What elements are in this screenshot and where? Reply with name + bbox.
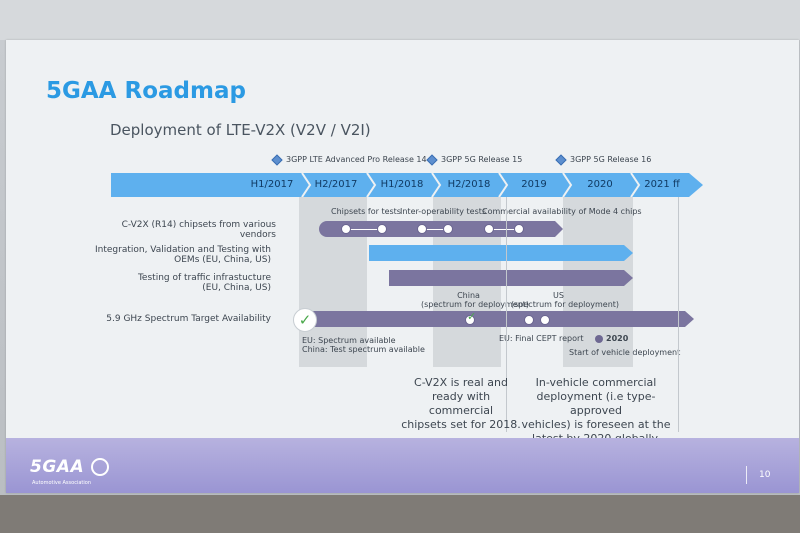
- row-label-infrastructure: Testing of traffic infrastucture (EU, Ch…: [86, 273, 271, 293]
- projection-wall-bottom: [0, 495, 800, 533]
- diamond-icon: [555, 153, 567, 166]
- note-start-vehicle: Start of vehicle deployment: [569, 348, 681, 357]
- note-2020: 2020: [606, 334, 629, 343]
- bar-integration-arrowhead: [624, 245, 633, 261]
- connector-interop: [421, 229, 449, 230]
- period-2020: 2020: [587, 179, 613, 190]
- period-2019: 2019: [521, 179, 547, 190]
- milestone-release-14: 3GPP LTE Advanced Pro Release 14: [271, 153, 427, 166]
- row-label-line: Integration, Validation and Testing with: [94, 245, 271, 255]
- diamond-icon: [426, 153, 438, 166]
- milestone-label: 3GPP 5G Release 16: [570, 155, 652, 164]
- diamond-icon: [271, 153, 283, 166]
- separator-line: [506, 197, 507, 432]
- note-us: US (spectrum for deployment): [511, 291, 620, 309]
- dot-eu-cept: [524, 315, 534, 325]
- row-label-line: (EU, China, US): [202, 283, 271, 293]
- chevron-2020: [630, 173, 641, 197]
- dot-china: [465, 315, 475, 325]
- body-text-right: In-vehicle commercial deployment (i.e ty…: [516, 376, 676, 446]
- body-line: In-vehicle commercial: [535, 376, 657, 389]
- body-line: deployment (i.e type-approved: [536, 390, 656, 417]
- milestone-release-16: 3GPP 5G Release 16: [555, 153, 652, 166]
- dot-mode4-start: [484, 224, 494, 234]
- logo-ring-icon: [91, 458, 109, 476]
- footer-band: [6, 438, 799, 493]
- note-china-title: China: [457, 291, 480, 300]
- chevron-h2-2018: [498, 173, 509, 197]
- row-label-line: OEMs (EU, China, US): [174, 255, 271, 265]
- body-line: chipsets set for 2018.: [401, 418, 521, 431]
- bar-chipsets-arrowhead: [555, 221, 563, 237]
- footer-divider: [746, 466, 747, 484]
- bar-spectrum-arrowhead: [685, 311, 694, 327]
- row-label-integration: Integration, Validation and Testing with…: [86, 245, 271, 265]
- note-china-test: China: Test spectrum available: [302, 345, 425, 354]
- dot-chipsets-start: [341, 224, 351, 234]
- checkmark-icon: ✓: [293, 308, 317, 332]
- note-us-sub: (spectrum for deployment): [511, 300, 620, 309]
- dot-interop-end: [443, 224, 453, 234]
- logo-subtitle: Automotive Association: [32, 480, 91, 486]
- bar-infrastructure-arrowhead: [624, 270, 633, 286]
- chevron-h1-2017: [301, 173, 312, 197]
- chevron-h2-2017: [366, 173, 377, 197]
- dot-chipsets-end: [377, 224, 387, 234]
- period-h1-2017: H1/2017: [250, 179, 294, 190]
- note-china-sub: (spectrum for deployment): [421, 300, 530, 309]
- timeline-bar: [111, 173, 689, 197]
- milestone-release-15: 3GPP 5G Release 15: [426, 153, 523, 166]
- chevron-h1-2018: [431, 173, 442, 197]
- period-h1-2018: H1/2018: [380, 179, 424, 190]
- period-h2-2018: H2/2018: [447, 179, 491, 190]
- connector-chipsets: [346, 229, 382, 230]
- timeline-arrowhead: [689, 173, 703, 197]
- logo-5gaa: 5GAA: [30, 457, 85, 477]
- separator-line: [678, 197, 679, 432]
- period-2021-ff: 2021 ff: [644, 179, 680, 190]
- note-chipsets-for-tests: Chipsets for tests: [331, 207, 401, 216]
- small-checkmark-icon: ✓: [467, 310, 477, 323]
- slide-title: 5GAA Roadmap: [46, 78, 246, 104]
- milestone-label: 3GPP 5G Release 15: [441, 155, 523, 164]
- dot-interop-start: [417, 224, 427, 234]
- slide-subtitle: Deployment of LTE-V2X (V2V / V2I): [110, 121, 371, 139]
- marker-2020-dot: [595, 335, 603, 343]
- note-us-title: US: [553, 291, 564, 300]
- note-china: China (spectrum for deployment): [421, 291, 530, 309]
- timeline-chevrons: [301, 173, 641, 197]
- chevron-2019: [562, 173, 573, 197]
- bar-spectrum: [311, 311, 685, 327]
- row-label-spectrum: 5.9 GHz Spectrum Target Availability: [106, 314, 271, 324]
- note-commercial-mode4: Commercial availability of Mode 4 chips: [482, 207, 642, 216]
- body-line: vehicles) is foreseen at the: [521, 418, 671, 431]
- slide: 5GAA Roadmap Deployment of LTE-V2X (V2V …: [6, 40, 799, 493]
- note-eu-spectrum: EU: Spectrum available: [302, 336, 396, 345]
- row-label-chipsets: C-V2X (R14) chipsets from various vendor…: [121, 220, 276, 240]
- note-eu-cept: EU: Final CEPT report: [499, 334, 584, 343]
- period-h2-2017: H2/2017: [314, 179, 358, 190]
- dot-us: [540, 315, 550, 325]
- bar-integration: [369, 245, 624, 261]
- connector-mode4: [489, 229, 519, 230]
- body-line: C-V2X is real and: [414, 376, 508, 389]
- note-interop-tests: Inter-operability tests: [400, 207, 487, 216]
- body-line: ready with commercial: [428, 390, 494, 417]
- body-text-left: C-V2X is real and ready with commercial …: [401, 376, 521, 432]
- page-number: 10: [759, 470, 771, 480]
- row-label-line: Testing of traffic infrastucture: [137, 273, 271, 283]
- milestone-label: 3GPP LTE Advanced Pro Release 14: [286, 155, 427, 164]
- dot-mode4-end: [514, 224, 524, 234]
- projection-wall-top: [0, 0, 800, 40]
